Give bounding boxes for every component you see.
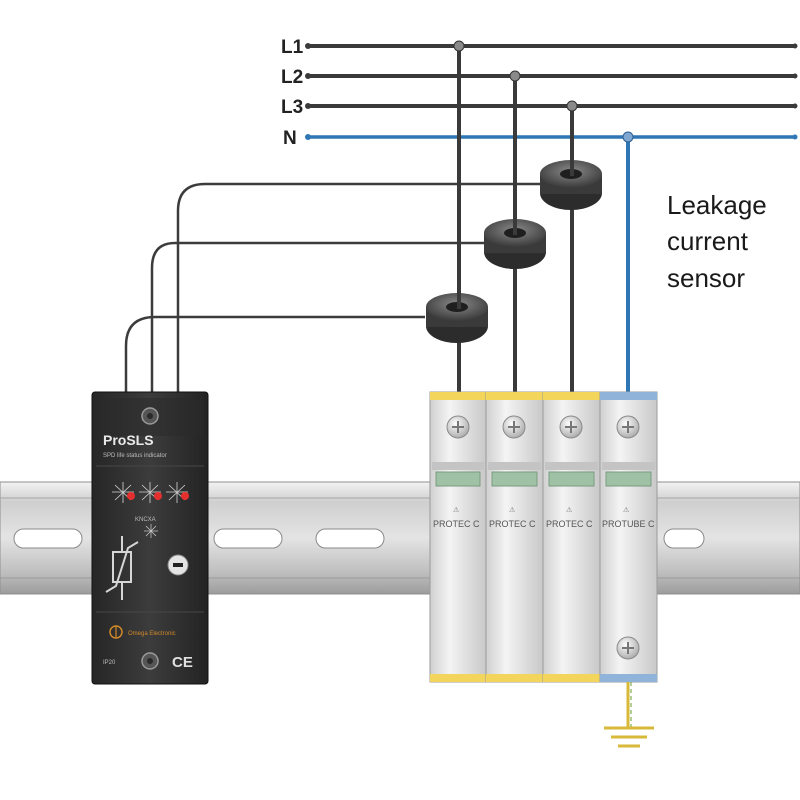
- reset-button[interactable]: [167, 554, 189, 576]
- prosls-indicator: ProSLS SPD life status indicator KNCXA: [91, 391, 209, 685]
- label-l2: L2: [281, 67, 303, 88]
- led-label: KNCXA: [135, 517, 156, 523]
- spd-label: PROTEC C: [546, 519, 593, 529]
- spd-module-4: ⚠ PROTUBE C: [599, 391, 658, 683]
- drop-wires: [453, 40, 634, 400]
- bus-bars: [305, 43, 798, 140]
- spd-module-2: ⚠ PROTEC C: [485, 391, 544, 683]
- led-row: [112, 482, 189, 503]
- earth-ground-icon: [604, 682, 654, 748]
- label-l1: L1: [281, 37, 304, 58]
- led-icon: [166, 482, 188, 503]
- leakage-sensor-l1: [426, 293, 488, 343]
- varistor-symbol-icon: [105, 536, 139, 600]
- svg-text:⚠: ⚠: [623, 506, 629, 514]
- label-l3: L3: [281, 97, 303, 118]
- spd-module-1: ⚠ PROTEC C: [429, 391, 487, 683]
- caption-line-2: current: [667, 226, 749, 256]
- device-name: ProSLS: [103, 432, 154, 448]
- ce-mark: CE: [172, 654, 193, 671]
- spd-label: PROTEC C: [489, 519, 536, 529]
- leakage-sensor-l3: [540, 160, 602, 210]
- label-n: N: [283, 128, 297, 149]
- spd-label: PROTEC C: [433, 519, 480, 529]
- spd-label: PROTUBE C: [602, 519, 655, 529]
- svg-text:⚠: ⚠: [566, 506, 572, 514]
- svg-text:⚠: ⚠: [453, 506, 459, 514]
- sensor-cables: [124, 182, 541, 398]
- spd-module-3: ⚠ PROTEC C: [542, 391, 601, 683]
- leakage-sensor-l2: [484, 219, 546, 269]
- leakage-caption: Leakage current sensor: [667, 190, 767, 293]
- caption-line-3: sensor: [667, 263, 745, 293]
- device-subtitle: SPD life status indicator: [103, 453, 167, 459]
- brand-logo-icon: [109, 625, 123, 639]
- brand-name: Omega Electronic: [128, 631, 176, 637]
- status-led-icon: [144, 524, 158, 538]
- svg-text:⚠: ⚠: [509, 506, 515, 514]
- caption-line-1: Leakage: [667, 190, 767, 220]
- ip-rating: IP20: [103, 660, 116, 666]
